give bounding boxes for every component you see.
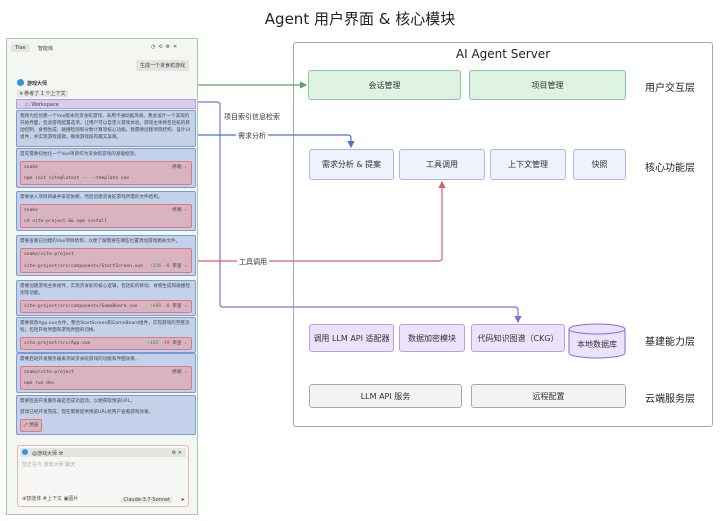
local-database: 本地数据库 [577,339,617,349]
llm-api-adapter: 调用 LLM API 适配器 [309,324,394,352]
edge-requirements [198,134,355,149]
edge-label-retrieval: 项目索引信息检索 [222,112,282,122]
preview-label: 预览 [29,423,39,428]
tool-invocation: 工具调用 [399,149,485,180]
step-text: 需要创建游戏主体组件，实现贪食蛇的核心逻辑，包括蛇的移动、食物生成和碰撞检测等功… [20,284,190,296]
review-button: 审查 › [172,341,187,346]
terminal-command: npm run dev [24,381,55,386]
tab-agent[interactable]: 智能体 [38,46,54,52]
lines-removed: -0 [163,264,170,269]
agent-mention: @游戏大师 [32,451,58,457]
context-management: 上下文管理 [490,149,566,180]
step-text: 需要启动开发服务器来测试贪食蛇游戏的功能和界面效果。 [20,357,140,362]
edge-tools [198,180,446,262]
page-title: Agent 用户界面 & 核心模块 [264,10,456,28]
terminal-card[interactable]: snake 终端 › npm init vite@latest -- --templ… [20,161,192,185]
server-title: AI Agent Server [455,47,551,61]
lines-removed: -19 [161,341,170,346]
layer-cloud: 云端服务层 [645,394,695,405]
ai-agent-server [293,42,713,427]
edge-ckg [198,101,522,324]
model-selector[interactable]: Claude-3.7-Sonnet [121,497,172,503]
layer-core: 核心功能层 [645,163,695,174]
step-block: 需要修改App.vue文件，整合StartScreen和GameBoard组件，… [16,317,196,353]
terminal-dir: snake [24,208,38,213]
chat-input-placeholder[interactable]: 您正在与 游戏大师 聊天 [22,462,76,468]
terminal-dir: snake [24,165,38,170]
session-management: 会话管理 [308,70,461,100]
file-card[interactable]: vite-project/src/components/GameBoard.vu… [20,300,192,313]
intro-text: 我将为您创建一个Vue版本的贪食蛇游戏，采用卡通动画风格。我会设计一个美观的开始… [16,110,196,147]
step-block: 需要启动开发服务器来测试贪食蛇游戏的功能和界面效果。 snake/vite-pr… [16,353,196,393]
send-icon[interactable]: ➤ [180,497,185,503]
close-icon[interactable]: ⚙ ✕ [171,450,182,456]
review-button: 审查 › [172,264,187,269]
step-block: 需要进入项目目录并安装依赖，然后创建贪食蛇游戏所需的文件结构。 snake 终端 … [16,191,196,231]
context-toggle[interactable]: ▾ 参考了 1 个上下文 [17,90,69,97]
file-path: vite-project/src/components/GameBoard.vu… [24,304,138,309]
terminal-action: 终端 › [172,370,187,375]
requirements-analysis: 需求分析 & 提案 [309,149,394,180]
layer-infra: 基建能力层 [645,337,695,348]
agent-avatar [22,449,28,455]
terminal-command: npm init vite@latest -- --template vue [24,176,130,181]
edge-label-tools: 工具调用 [237,257,269,267]
file-card[interactable]: snake/vite-project vite-project/src/compo… [20,248,192,273]
terminal-dir: snake/vite-project [24,370,74,375]
lines-added: +216 [150,264,162,269]
step-block: 首先需要初始化一个Vue项目作为贪食蛇游戏的基础框架。 snake 终端 › npm… [16,148,196,188]
snapshot: 快照 [573,149,626,180]
terminal-action: 终端 › [172,208,187,213]
review-button: 审查 › [172,304,187,309]
edge-label-requirements: 需求分析 [236,131,268,141]
agent-avatar [17,79,24,86]
toolbar-icons[interactable]: ◷⟲⚙✕ [151,44,181,50]
step-text: 首先需要初始化一个Vue项目作为贪食蛇游戏的基础框架。 [20,152,139,157]
remote-config: 远程配置 [471,384,626,408]
context-label: 参考了 1 个上下文 [24,91,66,97]
code-knowledge-graph: 代码知识图谱（CKG） [471,324,565,352]
workspace-label: Workspace [31,102,59,108]
chat-input-box[interactable]: @游戏大师 ⚒⚙ ✕ 您正在与 游戏大师 聊天 ⊕智能体 #上下文 ▣图片 Cl… [17,445,189,507]
step-text: 需要修改App.vue文件，整合StartScreen和GameBoard组件，… [20,321,190,333]
step-block: 需要创建游戏主体组件，实现贪食蛇的核心逻辑，包括蛇的移动、食物生成和碰撞检测等功… [16,280,196,316]
data-encryption: 数据加密模块 [399,324,465,352]
terminal-command: cd vite-project && npm install [24,219,107,224]
tab-trae[interactable]: Trae [11,44,30,52]
workspace-chip[interactable]: ▭ Workspace [16,99,196,109]
project-management: 项目管理 [469,70,626,100]
final-block: 需要检查开发服务器是否成功启动，以便获取预览URL。游戏已经开发完成，现在需要提… [16,395,196,435]
file-dir: snake/vite-project [24,252,74,257]
step-text: 需要进入项目目录并安装依赖，然后创建贪食蛇游戏所需的文件结构。 [20,195,163,200]
llm-api-service: LLM API 服务 [309,384,462,408]
lines-added: +488 [150,304,162,309]
layer-user: 用户交互层 [645,83,695,94]
agent-name: 游戏大师 [27,81,48,87]
input-toolbar[interactable]: ⊕智能体 #上下文 ▣图片 [22,496,79,502]
file-path: vite-project/src/App.vue [24,341,91,346]
user-message: 生成一个贪食蛇游戏 [135,60,189,71]
lines-removed: -0 [163,304,170,309]
ide-chat-panel: Trae 智能体 ◷⟲⚙✕ 生成一个贪食蛇游戏 游戏大师 ▾ 参考了 1 个上下… [6,38,198,515]
file-card[interactable]: vite-project/src/App.vue +103 -19 审查 › [20,337,192,350]
terminal-card[interactable]: snake/vite-project 终端 › npm run dev [20,366,192,390]
terminal-action: 终端 › [172,165,187,170]
preview-button[interactable]: ⤢ 预览 [20,419,43,432]
lines-added: +103 [147,341,159,346]
step-block: 需要查看已创建的Vue项目结构，以便了解需要在哪些位置添加游戏相关文件。 sna… [16,235,196,276]
final-text: 游戏已经开发完成，现在需要提供预览URL给用户查看游戏效果。 [20,410,154,415]
step-text: 需要查看已创建的Vue项目结构，以便了解需要在哪些位置添加游戏相关文件。 [20,239,181,244]
local-database-cylinder [568,323,626,359]
terminal-card[interactable]: snake 终端 › cd vite-project && npm install [20,204,192,228]
file-path: vite-project/src/components/StartScreen.… [24,264,143,269]
final-text: 需要检查开发服务器是否成功启动，以便获取预览URL。 [20,399,135,404]
